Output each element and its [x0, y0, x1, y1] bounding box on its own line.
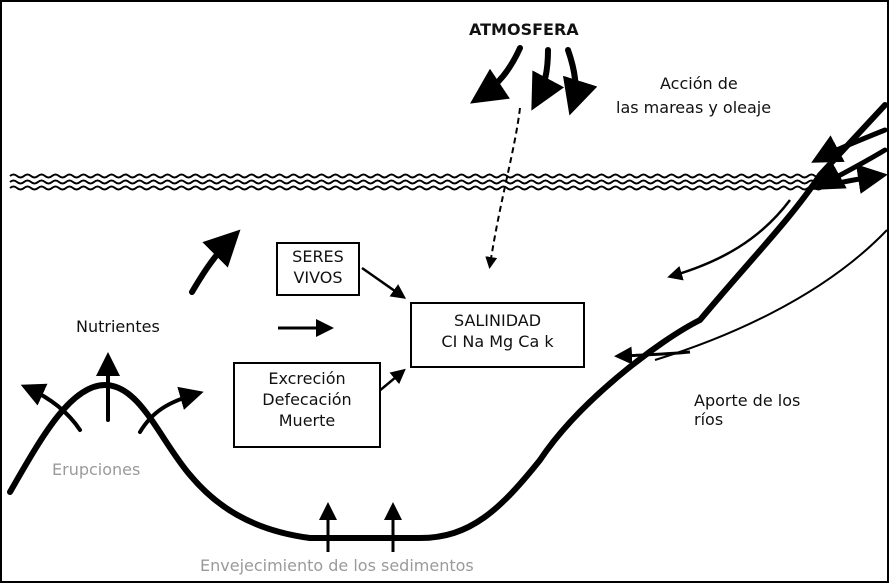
- tides-label-line2: las mareas y oleaje: [616, 98, 772, 117]
- salinity-ions: CI Na Mg Ca k: [441, 331, 554, 351]
- rivers-label-line2: ríos: [694, 410, 724, 429]
- atmosphere-label: ATMOSFERA: [469, 20, 579, 39]
- tides-label-line1: Acción de: [660, 74, 738, 93]
- nutrients-label: Nutrientes: [76, 317, 160, 336]
- nutrient-rise-arrow: [189, 229, 241, 295]
- excretion-box: Excreción Defecación Muerte: [233, 362, 381, 448]
- living-beings-box: SERES VIVOS: [276, 242, 360, 296]
- sediment-arrows: [319, 502, 402, 552]
- sea-floor-profile: [7, 102, 888, 541]
- tide-return-arrow: [667, 199, 791, 281]
- living-beings-line2: VIVOS: [293, 267, 343, 287]
- eruption-arrows: [20, 352, 204, 434]
- rivers-label-line1: Aporte de los: [694, 391, 801, 410]
- excretion-line1: Excreción: [268, 369, 346, 388]
- excretion-line3: Muerte: [278, 410, 336, 430]
- seres-to-salinidad-arrow: [361, 266, 407, 299]
- sediment-aging-label: Envejecimiento de los sedimentos: [200, 556, 474, 575]
- tide-arrows: [811, 127, 888, 194]
- atmosphere-dashed-arrow: [485, 107, 521, 269]
- river-inflow-arrow: [614, 346, 691, 365]
- salinity-box: SALINIDAD CI Na Mg Ca k: [410, 302, 585, 368]
- river-curve: [654, 229, 888, 361]
- sea-surface-waves: [9, 173, 823, 191]
- excrecion-to-salinidad-arrow: [377, 368, 406, 393]
- living-beings-line1: SERES: [292, 247, 344, 266]
- atmosphere-arrows: [470, 45, 598, 116]
- eruptions-label: Erupciones: [52, 460, 141, 479]
- excretion-line2: Defecación: [262, 389, 352, 409]
- salinity-title: SALINIDAD: [453, 311, 542, 330]
